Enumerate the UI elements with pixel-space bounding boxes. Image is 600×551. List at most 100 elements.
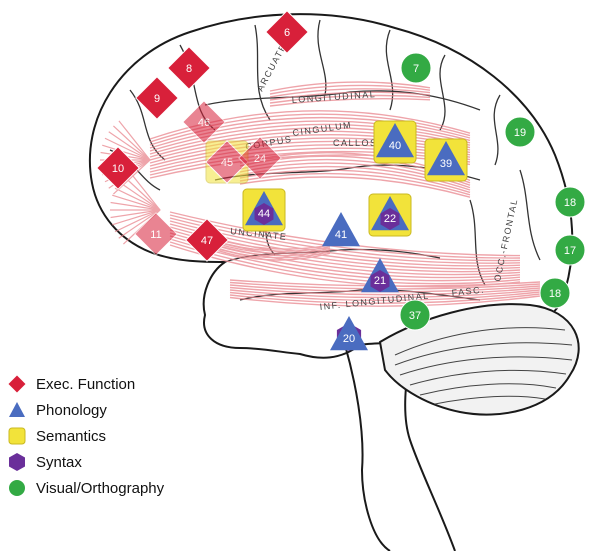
- diamond-icon: [238, 136, 282, 180]
- region-marker-19: 19: [504, 116, 536, 148]
- triangle-icon: [330, 316, 368, 351]
- tract-fiber: [149, 116, 471, 146]
- tract-fiber: [128, 170, 161, 211]
- circle-icon: [554, 234, 586, 266]
- region-marker-10: 10: [96, 146, 140, 190]
- region-marker-41: 41: [322, 212, 360, 247]
- region-number: 24: [254, 153, 266, 165]
- legend-item-visual-orthography: Visual/Orthography: [6, 476, 164, 500]
- region-marker-44: 44: [242, 188, 286, 232]
- legend-item-phonology: Phonology: [6, 398, 107, 422]
- legend-item-semantics: Semantics: [6, 424, 106, 448]
- region-marker-7: 7: [400, 52, 432, 84]
- region-number: 47: [201, 235, 213, 247]
- legend-label: Exec. Function: [36, 375, 136, 393]
- region-number: 41: [335, 229, 347, 241]
- region-marker-39: 39: [424, 138, 468, 182]
- syntax-hexagon-icon: [254, 203, 274, 225]
- region-marker-24: 24: [238, 136, 282, 180]
- diamond-icon: [205, 140, 249, 184]
- tract-fiber: [102, 144, 151, 161]
- tract-fiber: [239, 176, 471, 198]
- triangle-icon: [427, 141, 465, 176]
- region-marker-46: 46: [182, 100, 226, 144]
- region-marker-9: 9: [135, 76, 179, 120]
- region-marker-11: 11: [134, 212, 178, 256]
- triangle-icon: [322, 212, 360, 247]
- syntax-hexagon-icon: [380, 208, 400, 230]
- region-number: 17: [564, 245, 576, 257]
- tract-fiber: [118, 181, 161, 211]
- tract-fiber: [149, 123, 471, 152]
- region-number: 10: [112, 163, 124, 175]
- tract-fiber: [269, 91, 431, 101]
- tract-fiber: [269, 84, 431, 95]
- region-number: 7: [413, 63, 419, 75]
- circle-icon: [400, 52, 432, 84]
- region-number: 19: [514, 127, 526, 139]
- tract-fiber: [118, 209, 161, 239]
- region-marker-40: 40: [373, 120, 417, 164]
- square-icon: [8, 427, 26, 445]
- tract-fiber: [110, 201, 161, 211]
- tract-fiber: [169, 244, 521, 288]
- syntax-hexagon-icon: [370, 270, 390, 292]
- region-marker-21: 21: [361, 258, 399, 293]
- region-number: 39: [440, 158, 452, 170]
- tract-label-fasc: FASC.: [451, 285, 485, 298]
- tract-fiber: [229, 295, 541, 307]
- tract-fiber: [114, 187, 161, 211]
- cerebellum: [378, 303, 580, 416]
- region-marker-17: 17: [554, 234, 586, 266]
- tract-fiber: [269, 81, 431, 92]
- triangle-icon: [9, 402, 25, 417]
- tract-fiber: [229, 293, 541, 304]
- tract-fiber: [123, 175, 161, 211]
- circle-icon: [399, 299, 431, 331]
- circle-icon: [554, 186, 586, 218]
- region-marker-45: 45: [205, 140, 249, 184]
- region-marker-22: 22: [368, 193, 412, 237]
- region-number: 9: [154, 93, 160, 105]
- tract-fiber: [269, 88, 431, 98]
- diamond-icon: [265, 10, 309, 54]
- tract-fiber: [112, 209, 161, 226]
- region-number: 22: [384, 213, 396, 225]
- region-number: 11: [150, 229, 161, 241]
- diamond-icon: [167, 46, 211, 90]
- diamond-icon: [96, 146, 140, 190]
- diamond-icon: [182, 100, 226, 144]
- tract-fiber: [108, 131, 151, 161]
- tract-fiber: [239, 172, 471, 196]
- circle-icon: [9, 480, 25, 496]
- legend-item-exec-function: Exec. Function: [6, 372, 135, 396]
- white-matter-tracts: [100, 81, 541, 307]
- tract-fiber: [269, 94, 431, 104]
- region-marker-8: 8: [167, 46, 211, 90]
- tract-fiber: [239, 169, 471, 194]
- region-number: 45: [221, 157, 233, 169]
- region-marker-47: 47: [185, 218, 229, 262]
- tract-fiber: [113, 125, 151, 161]
- region-marker-37: 37: [399, 299, 431, 331]
- hexagon-icon: [9, 453, 25, 471]
- circle-icon: [504, 116, 536, 148]
- legend-label: Syntax: [36, 453, 82, 471]
- region-marker-18: 18: [539, 277, 571, 309]
- diamond-icon: [134, 212, 178, 256]
- tract-fiber: [229, 291, 541, 302]
- region-marker-18: 18: [554, 186, 586, 218]
- tract-fiber: [110, 209, 161, 219]
- legend-label: Semantics: [36, 427, 107, 445]
- region-number: 21: [374, 275, 386, 287]
- tract-fiber: [229, 286, 541, 296]
- region-number: 40: [389, 140, 401, 152]
- region-number: 20: [343, 333, 355, 345]
- triangle-icon: [376, 123, 414, 158]
- region-number: 8: [186, 63, 192, 75]
- legend-label: Phonology: [36, 401, 107, 419]
- region-number: 44: [258, 208, 270, 220]
- region-number: 37: [409, 310, 421, 322]
